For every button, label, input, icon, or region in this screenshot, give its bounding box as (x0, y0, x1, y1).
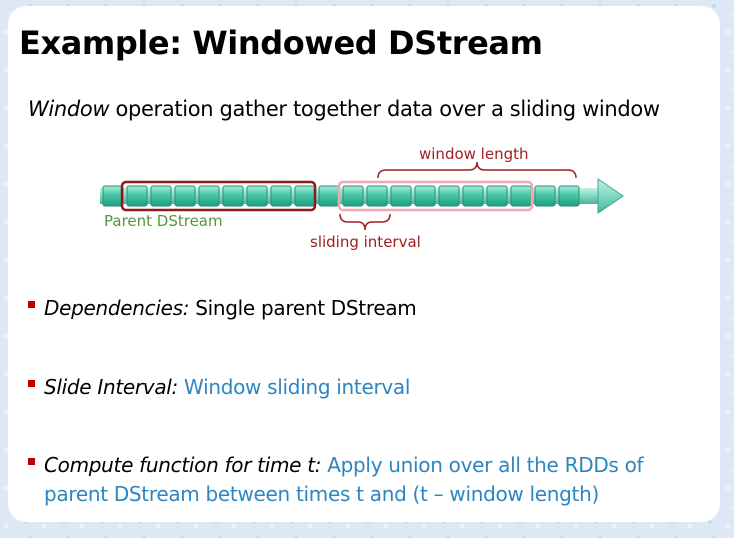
rdd-block (102, 185, 124, 207)
rdd-block (486, 185, 508, 207)
window-length-brace (377, 161, 577, 179)
rdd-block (246, 185, 268, 207)
intro-emphasis: Window (28, 97, 110, 121)
bullet-desc: Window sliding interval (178, 375, 411, 399)
parent-dstream-label: Parent DStream (104, 212, 223, 230)
rdd-block (534, 185, 556, 207)
rdd-block (390, 185, 412, 207)
rdd-block (318, 185, 340, 207)
bullet-term: Compute function for time t: (44, 453, 322, 477)
rdd-block (366, 185, 388, 207)
rdd-block (462, 185, 484, 207)
bullet-square-icon (28, 380, 35, 387)
bullet-dependencies: Dependencies: Single parent DStream (28, 294, 417, 323)
rdd-block (294, 185, 316, 207)
stream-arrow-head (597, 178, 624, 214)
bullet-square-icon (28, 458, 35, 465)
rdd-block (270, 185, 292, 207)
bullet-desc: Single parent DStream (189, 296, 417, 320)
intro-text: Window operation gather together data ov… (28, 97, 660, 121)
rdd-block (558, 185, 580, 207)
bullet-term: Dependencies: (44, 296, 190, 320)
rdd-block (126, 185, 148, 207)
rdd-block (198, 185, 220, 207)
rdd-block (510, 185, 532, 207)
intro-rest: operation gather together data over a sl… (109, 97, 660, 121)
window-length-label: window length (419, 145, 529, 163)
bullet-square-icon (28, 301, 35, 308)
slide-title: Example: Windowed DStream (19, 24, 543, 62)
bullet-desc: Apply union over all the RDDs of (321, 453, 644, 477)
rdd-block (222, 185, 244, 207)
bullet-term: Slide Interval: (44, 375, 178, 399)
first-window-frame (120, 180, 317, 212)
rdd-blocks (102, 185, 580, 207)
slide-panel (8, 6, 720, 522)
sliding-interval-brace (339, 213, 391, 231)
bullet-desc-line2: parent DStream between times t and (t – … (44, 482, 599, 506)
bullet-compute-function: Compute function for time t: Apply union… (28, 451, 644, 509)
rdd-block (342, 185, 364, 207)
sliding-interval-label: sliding interval (310, 233, 421, 251)
bullet-slide-interval: Slide Interval: Window sliding interval (28, 373, 410, 402)
rdd-block (150, 185, 172, 207)
rdd-block (414, 185, 436, 207)
rdd-block (174, 185, 196, 207)
rdd-block (438, 185, 460, 207)
second-window-frame (337, 180, 534, 212)
